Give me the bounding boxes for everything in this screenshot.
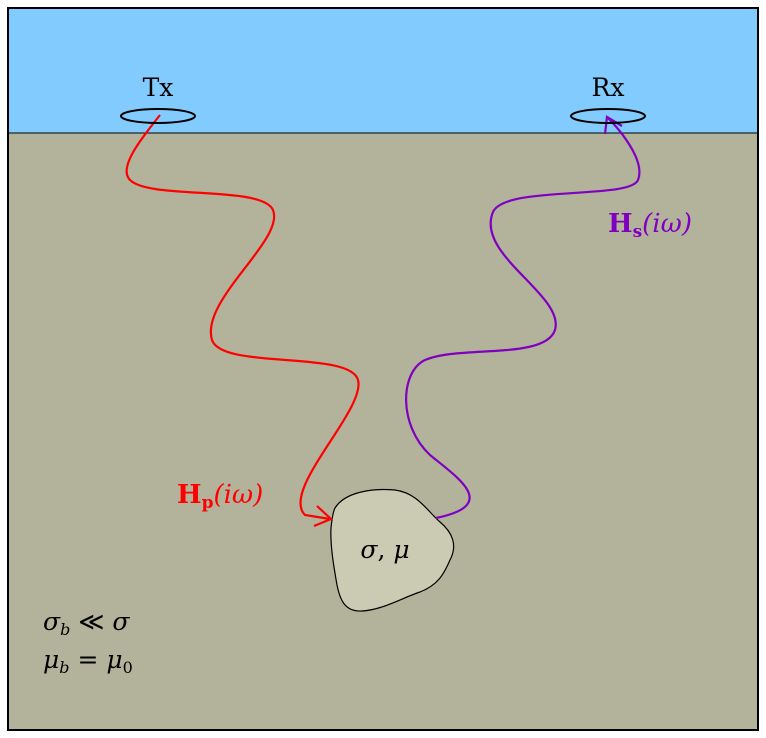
ground-layer	[8, 133, 758, 730]
secondary-field-wave	[405, 117, 641, 520]
transmitter-label: Tx	[143, 73, 174, 102]
bg-perm-left: μ	[43, 645, 59, 674]
background-conductivity-relation: σb ≪ σ	[43, 607, 130, 639]
primary-field-label: Hp(iω)	[177, 480, 263, 513]
target-body-label: σ, μ	[360, 535, 409, 564]
receiver-loop	[570, 108, 646, 124]
receiver-label: Rx	[592, 73, 625, 102]
air-layer	[8, 8, 758, 133]
primary-field-arrowhead	[313, 505, 334, 528]
bg-perm-relation: =	[70, 645, 107, 674]
secondary-field-label: Hs(iω)	[608, 209, 692, 242]
bg-cond-relation: ≪	[70, 607, 112, 636]
primary-field-symbol: H	[177, 480, 202, 510]
background-permeability-relation: μb = μ0	[43, 645, 133, 677]
bg-perm-right: μ	[106, 645, 122, 674]
bg-cond-left-sub: b	[60, 620, 70, 639]
diagram-frame	[7, 7, 759, 731]
loop-antenna-icon	[570, 108, 646, 124]
body-permeability-symbol: μ	[393, 535, 409, 564]
loop-antenna-icon	[120, 108, 196, 124]
secondary-field-argument: (iω)	[642, 209, 692, 239]
bg-cond-right: σ	[112, 607, 130, 636]
secondary-field-subscript: s	[633, 222, 643, 242]
conductive-body	[330, 488, 455, 612]
body-label-separator: ,	[377, 535, 393, 564]
secondary-field-symbol: H	[608, 209, 633, 239]
bg-perm-left-sub: b	[59, 658, 69, 677]
body-conductivity-symbol: σ	[360, 535, 378, 564]
bg-cond-left: σ	[43, 607, 61, 636]
bg-perm-right-sub: 0	[123, 658, 133, 677]
primary-field-subscript: p	[202, 493, 214, 513]
primary-field-argument: (iω)	[213, 480, 263, 510]
primary-field-wave	[125, 114, 360, 521]
transmitter-loop	[120, 108, 196, 124]
